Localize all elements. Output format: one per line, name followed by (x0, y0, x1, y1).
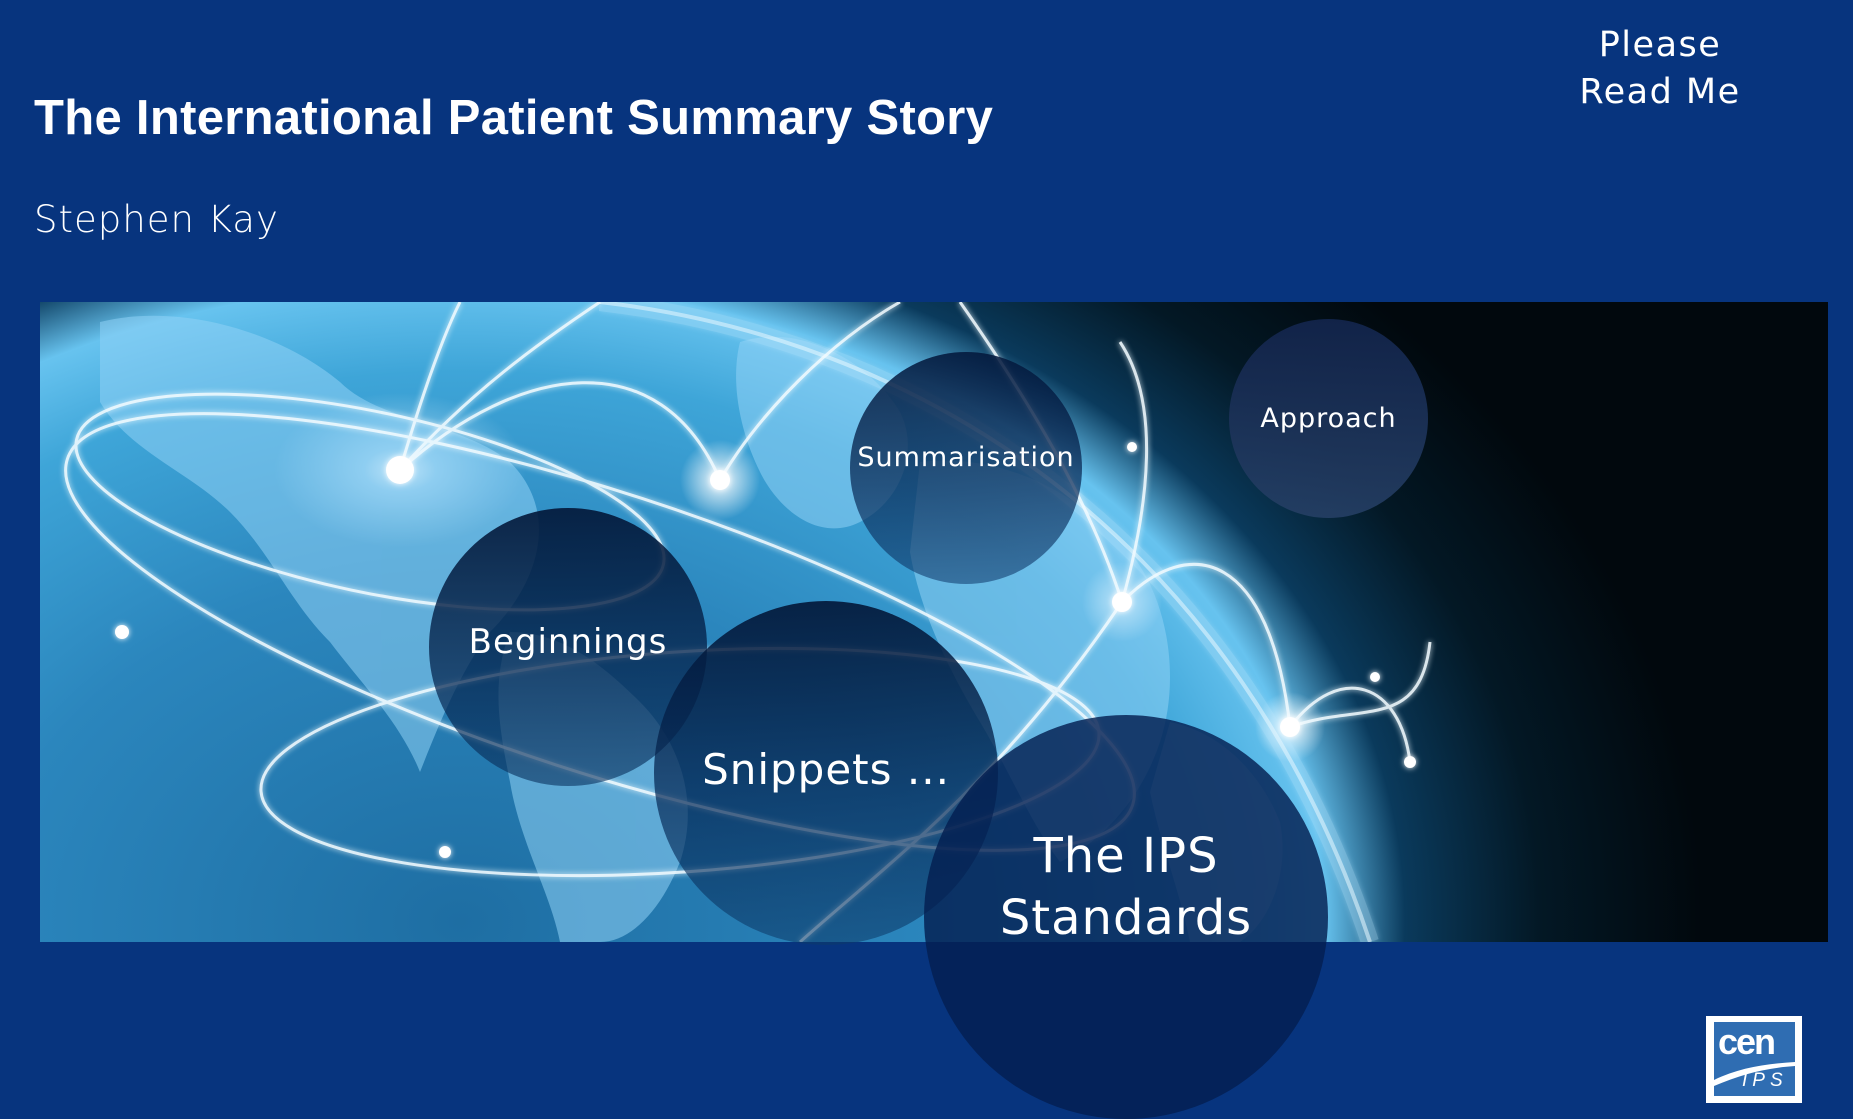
logo-brand-text: cen (1718, 1022, 1776, 1062)
author-name: Stephen Kay (34, 198, 279, 241)
page-title: The International Patient Summary Story (34, 91, 994, 145)
logo-sub-text: IPS (1742, 1070, 1788, 1091)
topic-ips-label-line2: Standards (999, 890, 1253, 946)
topic-beginnings-label: Beginnings (468, 622, 668, 662)
topic-approach[interactable]: Approach (1229, 319, 1428, 518)
logo-swoosh-icon (1714, 1062, 1795, 1086)
topic-ips-label-line1: The IPS (1033, 828, 1219, 884)
topic-summarisation-label: Summarisation (857, 441, 1075, 473)
topic-snippets-label: Snippets ... (702, 744, 950, 794)
topic-ips-standards[interactable]: The IPS Standards (924, 715, 1328, 1119)
please-read-me-link[interactable]: Please Read Me (1560, 22, 1760, 116)
cen-logo-icon: cen IPS (1714, 1022, 1795, 1096)
topic-approach-label: Approach (1260, 403, 1397, 434)
readme-line-1: Please (1598, 25, 1722, 65)
readme-line-2: Read Me (1579, 72, 1741, 112)
cen-ips-logo: cen IPS (1706, 1016, 1802, 1103)
topic-summarisation[interactable]: Summarisation (850, 352, 1082, 584)
